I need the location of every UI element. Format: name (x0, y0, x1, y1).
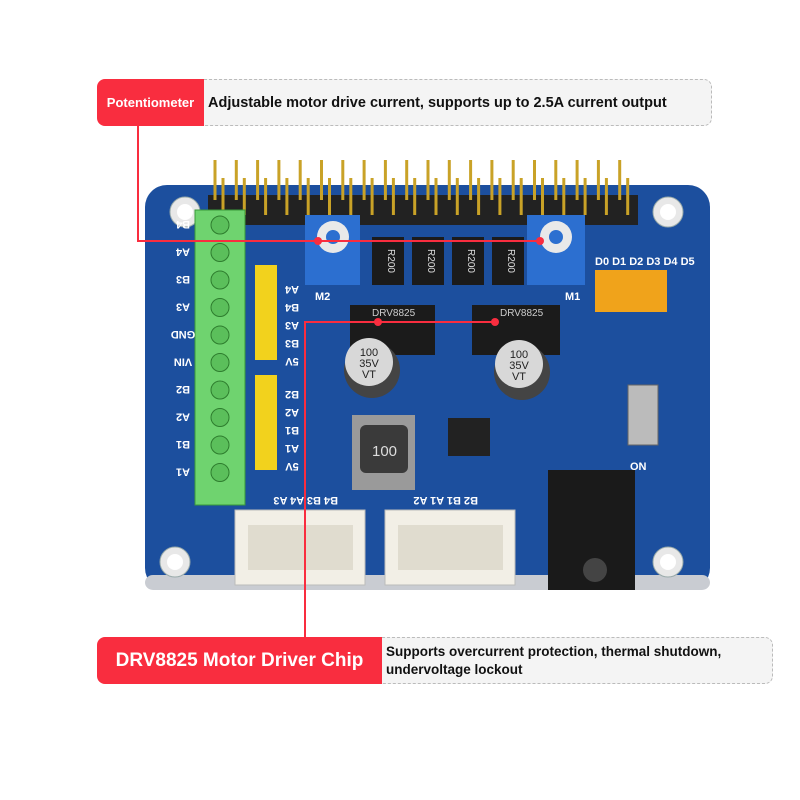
capacitor-label: VT (512, 371, 526, 383)
jumper-header-bottom (255, 375, 277, 470)
jumper-label: B2 (285, 388, 299, 400)
inductor-label: 100 (372, 443, 397, 460)
current-sense-resistor (492, 237, 524, 285)
terminal-label: B2 (176, 383, 190, 395)
jumper-label: A3 (285, 319, 299, 331)
terminal-screws (210, 215, 230, 482)
terminal-label: B1 (176, 438, 190, 450)
callout-description: Supports overcurrent protection, thermal… (382, 637, 773, 684)
motor-connector-m1 (384, 509, 516, 586)
potentiometer-m2 (305, 215, 360, 285)
capacitor-top (345, 338, 393, 386)
chip-label: DRV8825 (372, 308, 416, 319)
current-sense-resistor (412, 237, 444, 285)
terminal-screw (210, 380, 230, 400)
terminal-label: B4 (175, 218, 190, 230)
capacitor-label: VT (362, 369, 376, 381)
terminal-screw (210, 435, 230, 455)
dip-switch[interactable] (595, 270, 667, 312)
power-slide-switch[interactable] (627, 384, 659, 446)
driver-chip-m2: DRV8825 (350, 305, 435, 355)
resistor-label: R200 (505, 249, 516, 273)
inductor: 100 (352, 415, 415, 490)
connector-label-m1: B2 B1 A1 A2 (413, 494, 478, 506)
terminal-screw (210, 353, 230, 372)
motor-label-m2: M2 (315, 291, 330, 303)
terminal-screw (210, 463, 230, 482)
jumper-label: 5V (285, 355, 299, 367)
jumper-label: A2 (285, 406, 299, 418)
terminal-label: A4 (175, 246, 190, 258)
capacitor-label: 35V (509, 360, 529, 372)
terminal-screw (210, 270, 230, 290)
motor-connector-m2 (234, 509, 366, 586)
terminal-screw (210, 243, 230, 262)
terminal-screw (210, 408, 230, 427)
resistor-label: R200 (425, 249, 436, 273)
capacitor-label: 100 (360, 347, 378, 359)
terminal-label: B3 (176, 273, 190, 285)
leader-dots (314, 237, 544, 326)
leader-lines (137, 126, 540, 637)
terminal-label: VIN (174, 356, 192, 368)
current-sense-resistor (372, 237, 404, 285)
jumper-label: B1 (285, 424, 299, 436)
terminal-screw (210, 298, 230, 317)
potentiometer-callout: Potentiometer Adjustable motor drive cur… (97, 79, 712, 126)
resistors: R200 R200 R200 R200 (372, 237, 524, 285)
driver-chip-callout: DRV8825 Motor Driver Chip Supports overc… (97, 637, 773, 684)
terminal-label: A3 (176, 301, 190, 313)
dc-jack-socket (583, 558, 607, 582)
mounting-hole-centers (167, 204, 676, 570)
terminal-label: A1 (176, 466, 190, 478)
potentiometer-m1 (527, 215, 585, 285)
jumper-label: 5V (285, 460, 299, 472)
callout-title: DRV8825 Motor Driver Chip (97, 637, 382, 684)
capacitor-top (495, 340, 543, 388)
terminal-screw (210, 325, 230, 345)
capacitor-label: 35V (359, 358, 379, 370)
jumper-header-top (255, 265, 277, 360)
header-pins (213, 160, 630, 215)
resistor-label: R200 (465, 249, 476, 273)
regulator-chip (448, 418, 490, 456)
motor-label-m1: M1 (565, 291, 580, 303)
current-sense-resistor (452, 237, 484, 285)
callout-title: Potentiometer (97, 79, 204, 126)
dip-label: D0 D1 D2 D3 D4 D5 (595, 256, 695, 268)
callout-description: Adjustable motor drive current, supports… (204, 79, 712, 126)
terminal-label: GND (171, 328, 196, 340)
capacitor-label: 100 (510, 349, 528, 361)
jumper-label: B4 (284, 301, 299, 313)
terminal-screw (210, 215, 230, 235)
chip-label: DRV8825 (500, 308, 544, 319)
resistor-label: R200 (385, 249, 396, 273)
jumper-label: B3 (285, 337, 299, 349)
jumper-label: A1 (285, 442, 299, 454)
terminal-label: A2 (176, 411, 190, 423)
jumper-label: A4 (284, 283, 299, 295)
